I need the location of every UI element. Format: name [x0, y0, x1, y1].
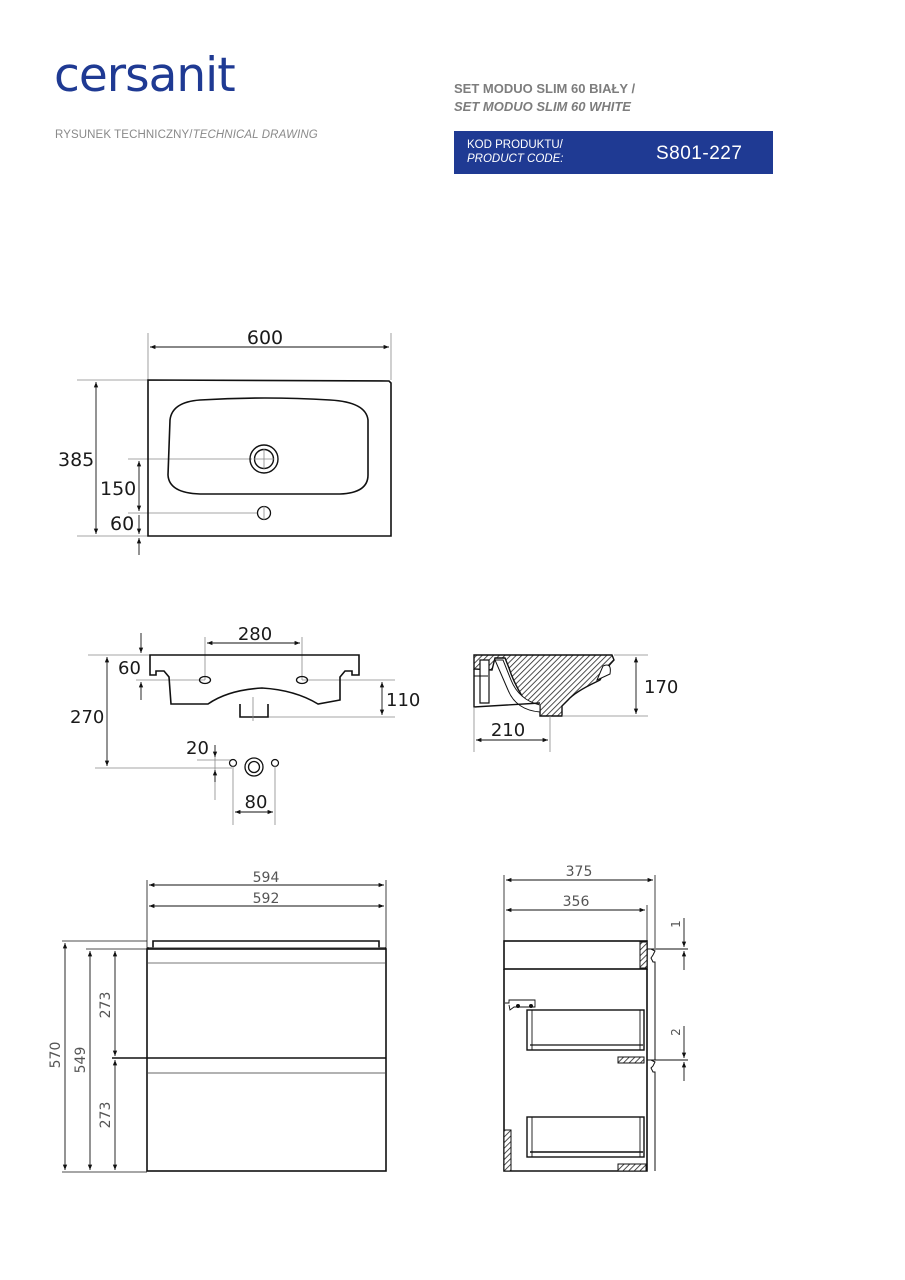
basin-side-section: [473, 654, 648, 752]
dim-side-height: 170: [644, 677, 678, 698]
product-code-label: KOD PRODUKTU/ PRODUCT CODE:: [467, 138, 563, 166]
dim-gap-top: 1: [669, 920, 683, 928]
dim-basin-depth: 385: [58, 449, 94, 471]
dim-side-body-depth: 356: [563, 894, 590, 910]
dim-cabinet-inner-width: 592: [253, 891, 280, 907]
dim-offset-small: 20: [186, 738, 209, 759]
document-subtitle: RYSUNEK TECHNICZNY/TECHNICAL DRAWING: [55, 129, 318, 141]
dim-drawer-top-height: 273: [98, 992, 114, 1019]
dim-bottom-hole-spacing: 80: [245, 792, 268, 813]
dim-tap-from-front: 60: [110, 513, 134, 535]
dim-drain-from-back: 210: [491, 720, 525, 741]
cabinet-side-section: [503, 875, 688, 1172]
dim-mounting-hole-spacing: 280: [238, 624, 272, 645]
product-title: SET MODUO SLIM 60 BIAŁY / SET MODUO SLIM…: [454, 80, 635, 116]
basin-top-view: [77, 333, 392, 555]
dim-basin-width: 600: [247, 327, 283, 349]
dim-drawer-bottom-height: 273: [98, 1102, 114, 1129]
code-label-en: PRODUCT CODE:: [467, 153, 564, 165]
dim-drain-from-front: 150: [100, 478, 136, 500]
subtitle-en: TECHNICAL DRAWING: [192, 129, 318, 141]
dim-cabinet-outer-width: 594: [253, 870, 280, 886]
dim-depth-below-holes: 110: [386, 690, 420, 711]
dim-cabinet-total-height: 570: [48, 1042, 64, 1069]
dim-front-height: 270: [70, 707, 104, 728]
product-name-en: SET MODUO SLIM 60 WHITE: [454, 99, 631, 114]
basin-front-view: [88, 633, 395, 825]
code-label-pl: KOD PRODUKTU/: [467, 139, 563, 151]
dim-gap-middle: 2: [669, 1028, 683, 1036]
product-code-banner: KOD PRODUKTU/ PRODUCT CODE: S801-227: [454, 131, 773, 174]
product-name-pl: SET MODUO SLIM 60 BIAŁY /: [454, 81, 636, 96]
cabinet-front-view: [62, 880, 387, 1173]
dim-hole-height: 60: [118, 658, 141, 679]
dim-side-total-depth: 375: [566, 864, 593, 880]
subtitle-pl: RYSUNEK TECHNICZNY/: [55, 129, 193, 141]
dim-cabinet-body-height: 549: [73, 1047, 89, 1074]
product-code-value: S801-227: [656, 143, 743, 164]
brand-logo: cersanit: [54, 48, 236, 103]
